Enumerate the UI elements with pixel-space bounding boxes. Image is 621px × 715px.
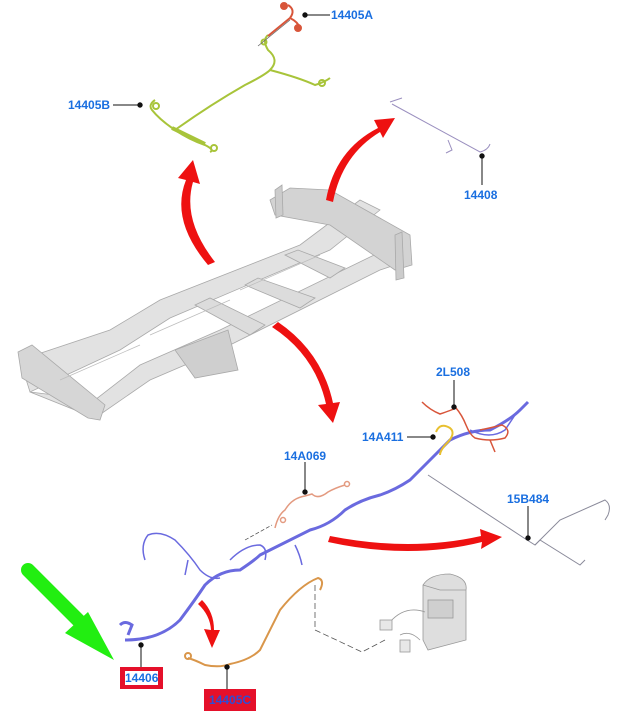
harness-2L508 xyxy=(421,401,509,453)
harness-14405C xyxy=(184,576,324,668)
label-14405B: 14405B xyxy=(68,98,111,112)
callout-arrows xyxy=(178,118,502,648)
wire-15B484 xyxy=(427,474,610,566)
label-14A069: 14A069 xyxy=(284,449,327,463)
harness-14405A xyxy=(267,2,302,37)
leader-line-module xyxy=(314,585,386,653)
label-14405C-highlighted: 14405C xyxy=(203,689,257,711)
arrow-to-lower-harness xyxy=(272,322,340,423)
harness-14406 xyxy=(118,400,530,642)
leader-lines xyxy=(113,12,531,690)
arrow-to-14408 xyxy=(326,118,395,202)
harness-14A411 xyxy=(435,424,454,456)
wire-14408 xyxy=(389,97,491,154)
arrow-to-15B484 xyxy=(328,529,502,551)
arrow-to-14405C xyxy=(198,600,220,648)
arrow-to-14405B xyxy=(178,160,215,265)
label-2L508: 2L508 xyxy=(436,365,471,379)
label-14405A: 14405A xyxy=(331,8,374,22)
label-14406-highlighted: 14406 xyxy=(119,667,164,689)
green-pointer-arrow xyxy=(21,563,114,660)
label-14405C: 14405C xyxy=(209,693,252,707)
electronic-module xyxy=(379,573,467,653)
label-14A411: 14A411 xyxy=(362,430,404,444)
harness-14A069 xyxy=(274,480,351,529)
harness-14405B xyxy=(149,34,331,153)
label-14406: 14406 xyxy=(125,671,159,685)
label-15B484: 15B484 xyxy=(507,492,550,506)
label-14408: 14408 xyxy=(464,188,498,202)
vehicle-frame xyxy=(17,184,413,421)
